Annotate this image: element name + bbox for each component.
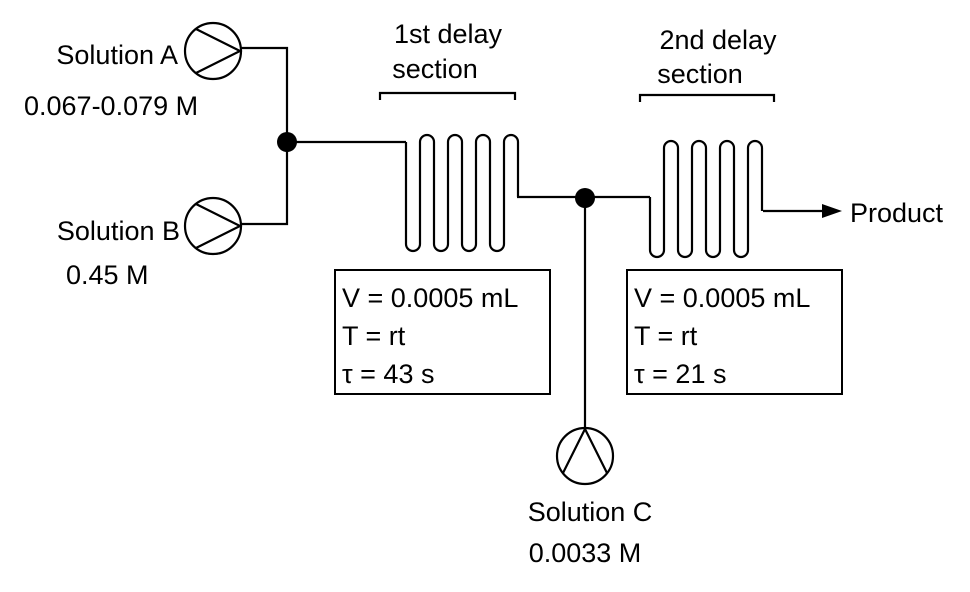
delay2-title-line2: section [657, 59, 743, 89]
solution-b-label: Solution B [57, 216, 180, 246]
delay-coil-1-icon [404, 133, 520, 253]
line-a [241, 46, 289, 142]
bracket-2 [638, 93, 776, 102]
delay1-temperature: T = rt [342, 321, 406, 351]
bracket-1 [378, 91, 517, 100]
solution-a-label: Solution A [56, 40, 178, 70]
solution-c-label: Solution C [528, 497, 653, 527]
delay1-conditions-box [334, 269, 551, 395]
delay2-volume: V = 0.0005 mL [634, 283, 810, 313]
solution-a-concentration: 0.067-0.079 M [24, 91, 198, 121]
pump-a-icon [183, 21, 243, 81]
delay1-title-line2: section [392, 54, 478, 84]
output-arrowhead-icon [822, 204, 842, 218]
delay2-title-line1: 2nd delay [659, 25, 777, 55]
product-label: Product [850, 198, 944, 228]
solution-b-concentration: 0.45 M [66, 260, 149, 290]
mixer-1-icon [277, 132, 297, 152]
delay2-temperature: T = rt [634, 321, 698, 351]
pump-c-icon [555, 426, 615, 486]
delay2-residence-time: τ = 21 s [634, 359, 726, 389]
line-b [241, 142, 289, 226]
delay1-title-line1: 1st delay [394, 19, 503, 49]
delay1-volume: V = 0.0005 mL [342, 283, 518, 313]
solution-c-concentration: 0.0033 M [529, 538, 642, 568]
delay-coil-2-icon [648, 139, 764, 259]
delay1-residence-time: τ = 43 s [342, 359, 434, 389]
mixer-2-icon [575, 188, 595, 208]
pump-b-icon [183, 196, 243, 256]
delay2-conditions-box [626, 269, 843, 395]
